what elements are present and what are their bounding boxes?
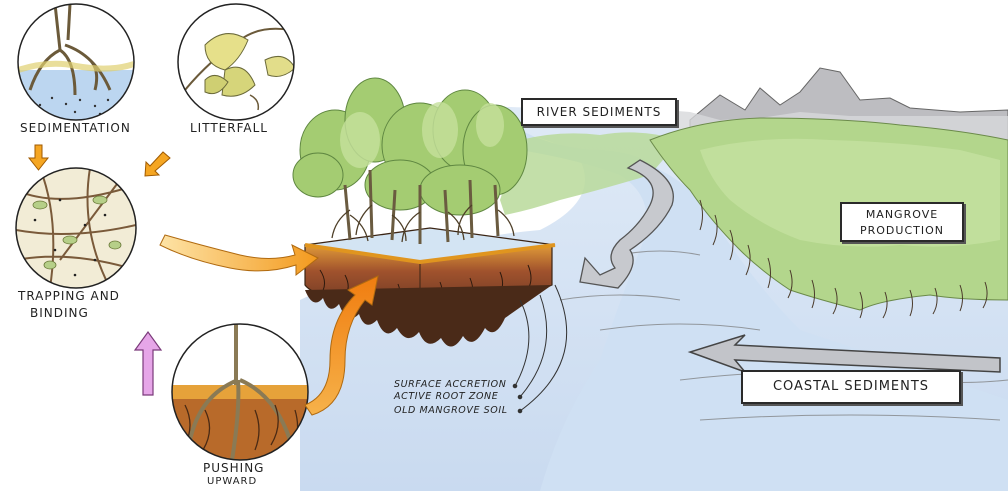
trap-to-block-arrow <box>159 234 319 277</box>
old-mangrove-soil-label: OLD MANGROVE SOIL <box>394 405 508 416</box>
mangrove-production-text-2: PRODUCTION <box>860 224 944 237</box>
active-root-zone-label: ACTIVE ROOT ZONE <box>394 391 499 402</box>
trapping-label-line1: TRAPPING AND <box>18 289 120 303</box>
river-sediments-text: RIVER SEDIMENTS <box>536 105 662 119</box>
litterfall-label: LITTERFALL <box>190 121 268 135</box>
coastal-sediments-text: COASTAL SEDIMENTS <box>772 379 930 394</box>
down-arrow-icon <box>27 144 50 171</box>
surface-accretion-label: SURFACE ACCRETION <box>394 379 507 390</box>
mangrove-production-text-1: MANGROVE <box>865 208 939 221</box>
river-sediments-callout: RIVER SEDIMENTS <box>521 98 677 126</box>
trapping-label-line2: BINDING <box>30 306 89 320</box>
river-sediment-arrow <box>579 159 674 289</box>
mangrove-production-callout: MANGROVE PRODUCTION <box>840 202 964 242</box>
sedimentation-label: SEDIMENTATION <box>20 121 131 135</box>
mangrove-trees <box>292 77 528 244</box>
pushing-label-line1: PUSHING <box>203 461 265 475</box>
litterfall-panel <box>177 3 295 121</box>
coastal-sediment-arrow <box>687 334 1001 374</box>
pushing-label-line2: UPWARD <box>207 476 258 487</box>
up-arrow-icon <box>133 330 163 396</box>
push-to-block-arrow <box>304 275 379 416</box>
pushing-upward-panel <box>171 323 309 461</box>
coastal-sediments-callout: COASTAL SEDIMENTS <box>741 370 961 404</box>
litterfall-arrow <box>144 151 171 177</box>
sedimentation-panel <box>17 3 135 121</box>
trapping-panel <box>15 167 137 289</box>
